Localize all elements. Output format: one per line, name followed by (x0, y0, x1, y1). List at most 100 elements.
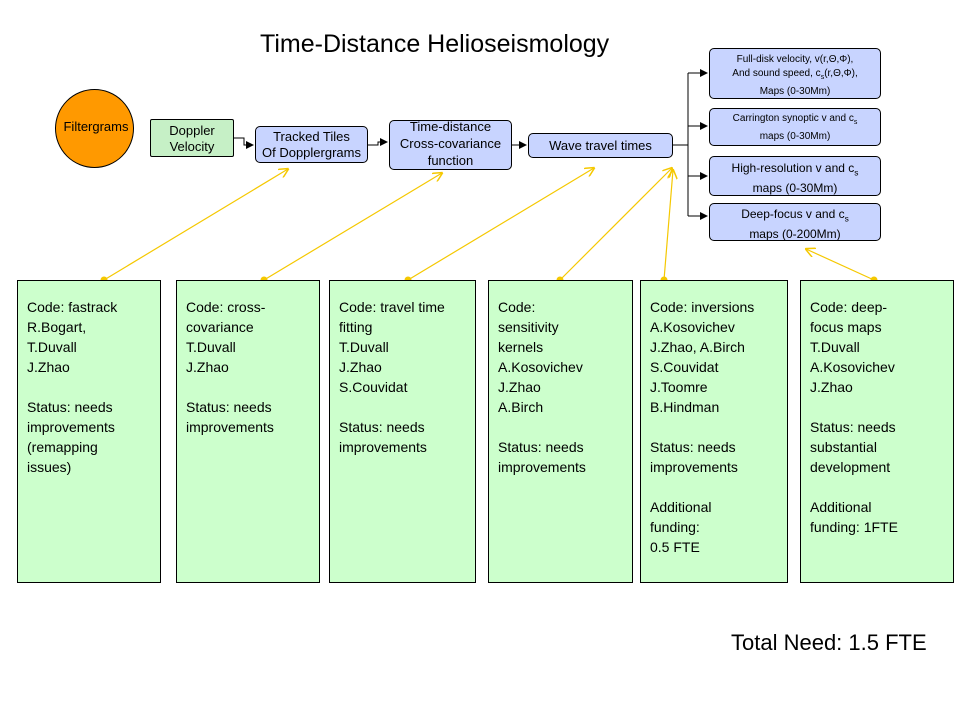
doppler-line-2: Velocity (169, 139, 215, 154)
panel-text-line: Status: needs (27, 399, 113, 415)
panel-text-line: kernels (498, 339, 544, 355)
panel-status-block: Status: needs improvements (498, 437, 626, 477)
panel-text-line: improvements (27, 419, 115, 435)
high-res-line-2: maps (0-30Mm) (752, 181, 838, 196)
pointer-arrow-3 (407, 168, 594, 281)
panel-code-block: Code: cross- covariance T.Duvall J.Zhao (186, 297, 313, 377)
panel-text-line: 0.5 FTE (650, 539, 700, 555)
pointer-arrow-5 (663, 170, 673, 281)
panel-text-line: B.Hindman (650, 399, 720, 415)
panel-text-line: A.Birch (498, 399, 544, 415)
pointer-arrow-2 (263, 173, 442, 281)
panel-text-line: R.Bogart, (27, 319, 87, 335)
flow-arrow-tracked-td (368, 138, 388, 146)
panel-code-block: Code: travel time fitting T.Duvall J.Zha… (339, 297, 469, 397)
deep-focus-maps-box: Deep-focus v and cs maps (0-200Mm) (709, 203, 881, 241)
panel-text-line: issues) (27, 459, 72, 475)
tracked-line-2: Of Dopplergrams (262, 145, 361, 160)
panel-text-line: improvements (339, 439, 427, 455)
pointer-arrow-6 (806, 249, 875, 281)
panel-status-block: Status: needs improvements (remapping is… (27, 397, 154, 477)
panel-status-block: Status: needs improvements (339, 417, 469, 457)
carrington-maps-box: Carrington synoptic v and cs maps (0-30M… (709, 108, 881, 146)
wave-travel-times-box: Wave travel times (528, 133, 673, 158)
panel-text-line: Status: needs (650, 439, 736, 455)
doppler-velocity-box: Doppler Velocity (150, 119, 234, 157)
full-disk-line-1: Full-disk velocity, v(r,Θ,Φ), (736, 54, 854, 65)
panel-text-line: improvements (186, 419, 274, 435)
full-disk-line-2: And sound speed, cs(r,Θ,Φ), (732, 68, 858, 81)
panel-text-line: Code: (498, 299, 536, 315)
panel-funding-block: Additional funding: 1FTE (810, 497, 947, 537)
panel-text-line: Code: deep- (810, 299, 888, 315)
pointer-arrow-4 (559, 168, 672, 281)
panel-text-line: funding: (650, 519, 700, 535)
panel-text-line: Additional (810, 499, 872, 515)
filtergrams-label: Filtergrams (63, 119, 129, 134)
time-distance-box: Time-distance Cross-covariance function (389, 119, 512, 170)
panel-deep-focus-maps: Code: deep- focus maps T.Duvall A.Kosovi… (800, 280, 954, 583)
full-disk-line-3: Maps (0-30Mm) (759, 86, 831, 97)
panel-text-line: J.Toomre (650, 379, 708, 395)
panel-text-line: J.Zhao (339, 359, 382, 375)
panel-text-line: Code: inversions (650, 299, 755, 315)
panel-text-line: substantial (810, 439, 877, 455)
panel-text-line: improvements (650, 459, 738, 475)
panel-text-line: S.Couvidat (339, 379, 408, 395)
carrington-line-1: Carrington synoptic v and cs (732, 113, 858, 126)
tracked-tiles-box: Tracked Tiles Of Dopplergrams (255, 126, 368, 163)
deep-focus-line-1: Deep-focus v and cs (741, 207, 849, 224)
panel-text-line: (remapping (27, 439, 98, 455)
panel-text-line: J.Zhao, A.Birch (650, 339, 745, 355)
doppler-line-1: Doppler (169, 123, 215, 138)
panel-text-line: J.Zhao (498, 379, 541, 395)
deep-focus-line-2: maps (0-200Mm) (749, 227, 841, 242)
high-resolution-maps-box: High-resolution v and cs maps (0-30Mm) (709, 156, 881, 196)
panel-inversions: Code: inversions A.Kosovichev J.Zhao, A.… (640, 280, 788, 583)
panel-text-line: J.Zhao (27, 359, 70, 375)
panel-text-line: J.Zhao (186, 359, 229, 375)
panel-code-block: Code: fastrack R.Bogart, T.Duvall J.Zhao (27, 297, 154, 377)
panel-text-line: Code: cross- (186, 299, 266, 315)
panel-code-block: Code: sensitivity kernels A.Kosovichev J… (498, 297, 626, 417)
panel-code-block: Code: inversions A.Kosovichev J.Zhao, A.… (650, 297, 781, 417)
panel-travel-time-fitting: Code: travel time fitting T.Duvall J.Zha… (329, 280, 476, 583)
panel-funding-block: Additional funding: 0.5 FTE (650, 497, 781, 557)
panel-text-line: T.Duvall (186, 339, 236, 355)
total-need-label: Total Need: 1.5 FTE (731, 630, 927, 655)
high-res-line-1: High-resolution v and cs (731, 161, 859, 178)
panel-text-line: focus maps (810, 319, 882, 335)
panel-text-line: Code: fastrack (27, 299, 118, 315)
flow-branch-trunk (673, 73, 689, 216)
panel-text-line: covariance (186, 319, 254, 335)
td-line-3: function (427, 153, 474, 168)
td-line-1: Time-distance (409, 119, 492, 134)
td-line-2: Cross-covariance (399, 136, 502, 151)
panel-text-line: Status: needs (339, 419, 425, 435)
panel-text-line: Additional (650, 499, 712, 515)
panel-text-line: S.Couvidat (650, 359, 719, 375)
panel-text-line: Status: needs (186, 399, 272, 415)
panel-text-line: J.Zhao (810, 379, 853, 395)
full-disk-maps-box: Full-disk velocity, v(r,Θ,Φ), And sound … (709, 48, 881, 99)
panel-text-line: T.Duvall (810, 339, 860, 355)
panel-fastrack: Code: fastrack R.Bogart, T.Duvall J.Zhao… (17, 280, 161, 583)
panel-sensitivity-kernels: Code: sensitivity kernels A.Kosovichev J… (488, 280, 633, 583)
panel-code-block: Code: deep- focus maps T.Duvall A.Kosovi… (810, 297, 947, 397)
flow-arrow-doppler-tracked (234, 137, 254, 149)
panel-text-line: A.Kosovichev (650, 319, 735, 335)
panel-text-line: sensitivity (498, 319, 559, 335)
panel-text-line: T.Duvall (27, 339, 77, 355)
panel-text-line: Code: travel time (339, 299, 445, 315)
panel-text-line: development (810, 459, 891, 475)
panel-text-line: T.Duvall (339, 339, 389, 355)
panel-text-line: A.Kosovichev (810, 359, 895, 375)
tracked-line-1: Tracked Tiles (273, 129, 350, 144)
panel-status-block: Status: needs improvements (650, 437, 781, 477)
panel-text-line: funding: 1FTE (810, 519, 898, 535)
carrington-line-2: maps (0-30Mm) (759, 131, 831, 142)
panel-status-block: Status: needs improvements (186, 397, 313, 437)
panel-status-block: Status: needs substantial development (810, 417, 947, 477)
panel-text-line: Status: needs (810, 419, 896, 435)
filtergrams-circle (55, 89, 134, 168)
